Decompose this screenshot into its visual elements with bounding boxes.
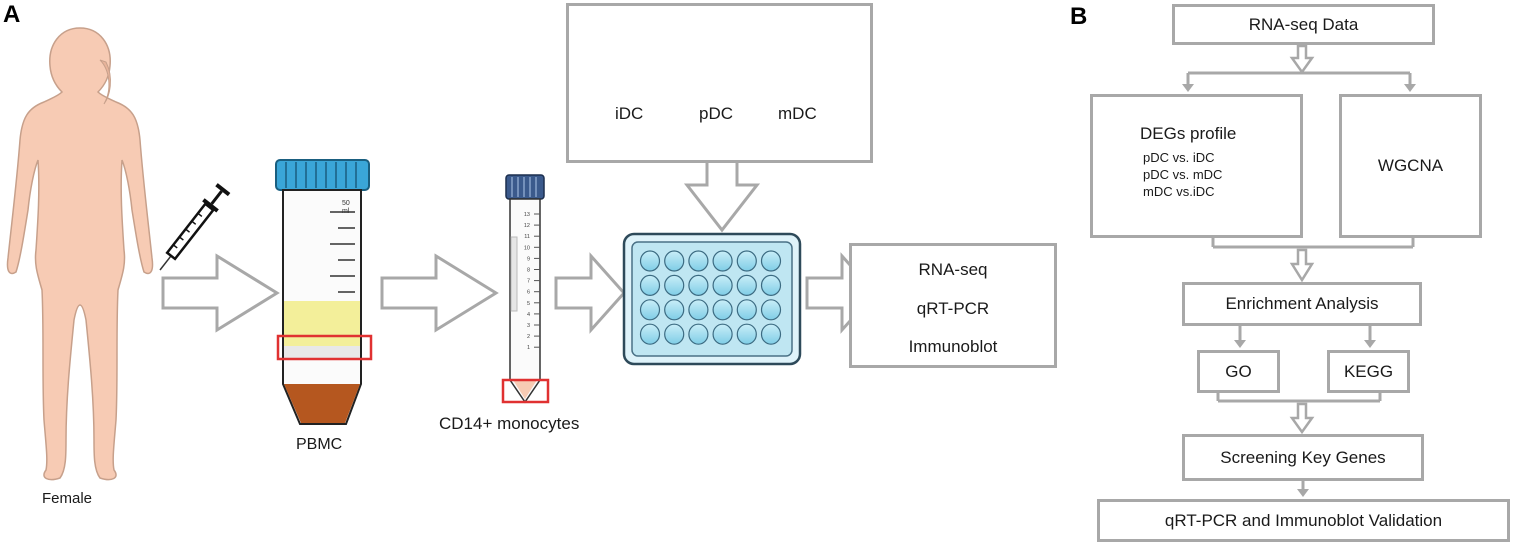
validation-text: qRT-PCR and Immunoblot Validation [1164,510,1443,530]
arrow-monocytes-to-plate [554,252,627,334]
tube-tick-label: 4 [527,312,530,318]
hollow-arrow-rna-to-split [1289,44,1315,75]
arrow-pbmc-to-monocytes [380,253,499,333]
screening-key-genes-box: Screening Key Genes [1182,434,1424,481]
kegg-box: KEGG [1327,350,1410,393]
arrowhead-to-wgcna [1404,84,1416,92]
tube-tick-label: 9 [527,256,530,262]
tube-tick-label: 13 [524,212,530,218]
wgcna-text: WGCNA [1377,156,1444,175]
plate-well [736,323,757,345]
enrichment-analysis-text: Enrichment Analysis [1225,294,1379,313]
kegg-text: KEGG [1343,361,1394,381]
svg-text:50: 50 [342,200,350,207]
hollow-arrow-go-kegg-to-screening [1289,402,1315,435]
assays-box [849,243,1057,368]
dc-label-mdc: mDC [778,104,817,123]
arrowhead-to-validation [1297,489,1309,497]
tube-tick-label: 8 [527,268,530,274]
assay-rna-seq: RNA-seq [918,260,988,279]
degs-profile-title: DEGs profile [1140,124,1237,143]
arrowhead-to-go [1234,340,1246,348]
validation-box: qRT-PCR and Immunoblot Validation [1097,499,1510,542]
plate-well [736,274,757,296]
plate-well [712,323,733,345]
monocyte-tube-icon: 13 12 11 10 9 8 7 6 5 4 3 2 1 [501,174,550,404]
plate-well [639,274,661,296]
monocytes-label: CD14+ monocytes [439,414,580,433]
plate-well [736,250,757,272]
tube-tick-label: 1 [527,345,530,351]
arrow-female-to-pbmc [161,253,280,333]
plate-well [664,250,685,272]
female-silhouette-icon [6,27,154,481]
panel-a-letter: A [3,1,21,28]
degs-item-1: pDC vs. iDC [1143,150,1215,165]
plate-well [760,274,782,296]
tube-tick-label: 3 [527,323,530,329]
svg-text:ml: ml [342,208,350,215]
plate-well [760,250,782,272]
plate-well [688,323,709,345]
dc-label-pdc: pDC [699,104,734,123]
arrowhead-to-kegg [1364,340,1376,348]
rna-seq-data-text: RNA-seq Data [1248,14,1359,34]
plate-well [760,299,782,321]
plate-well [712,299,733,321]
plate-well [712,274,733,296]
tube-tick-label: 7 [527,279,530,285]
plate-well [664,323,685,345]
degs-item-3: mDC vs.iDC [1143,184,1215,199]
tube-tick-label: 11 [524,234,530,240]
pbmc-tube-icon: 50 ml [275,159,373,425]
screening-key-genes-text: Screening Key Genes [1220,447,1386,467]
plate-well [639,323,661,345]
plate-well [688,299,709,321]
plate-well [736,299,757,321]
go-text: GO [1225,361,1252,381]
tube-tick-label: 6 [527,290,530,296]
tube-tick-label: 2 [527,334,530,340]
female-label: Female [42,490,93,507]
tube-tick-label: 5 [527,301,530,307]
degs-item-2: pDC vs. mDC [1143,167,1223,182]
syringe-icon [159,183,231,271]
plate-well [664,299,685,321]
dc-label-idc: iDC [615,104,644,123]
tube-tick-label: 12 [524,223,530,229]
enrichment-analysis-box: Enrichment Analysis [1182,282,1422,326]
assay-qrt-pcr: qRT-PCR [916,299,990,318]
plate-well [688,250,709,272]
go-box: GO [1197,350,1280,393]
plate-well [712,250,733,272]
wgcna-box: WGCNA [1339,94,1482,238]
tube-tick-label: 10 [524,245,530,251]
rna-seq-data-box: RNA-seq Data [1172,4,1435,45]
panel-b-letter: B [1070,3,1088,30]
arrowhead-to-degs [1182,84,1194,92]
degs-profile-box [1090,94,1303,238]
dc-types-box [566,3,873,163]
plate-well [639,250,661,272]
hollow-arrow-merge-to-enrichment [1289,248,1315,283]
culture-plate-icon [622,232,802,366]
assay-immunoblot: Immunoblot [908,337,998,356]
plate-well [664,274,685,296]
pbmc-label: PBMC [296,436,343,453]
plate-well [688,274,709,296]
plate-well [760,323,782,345]
plate-well [639,299,661,321]
